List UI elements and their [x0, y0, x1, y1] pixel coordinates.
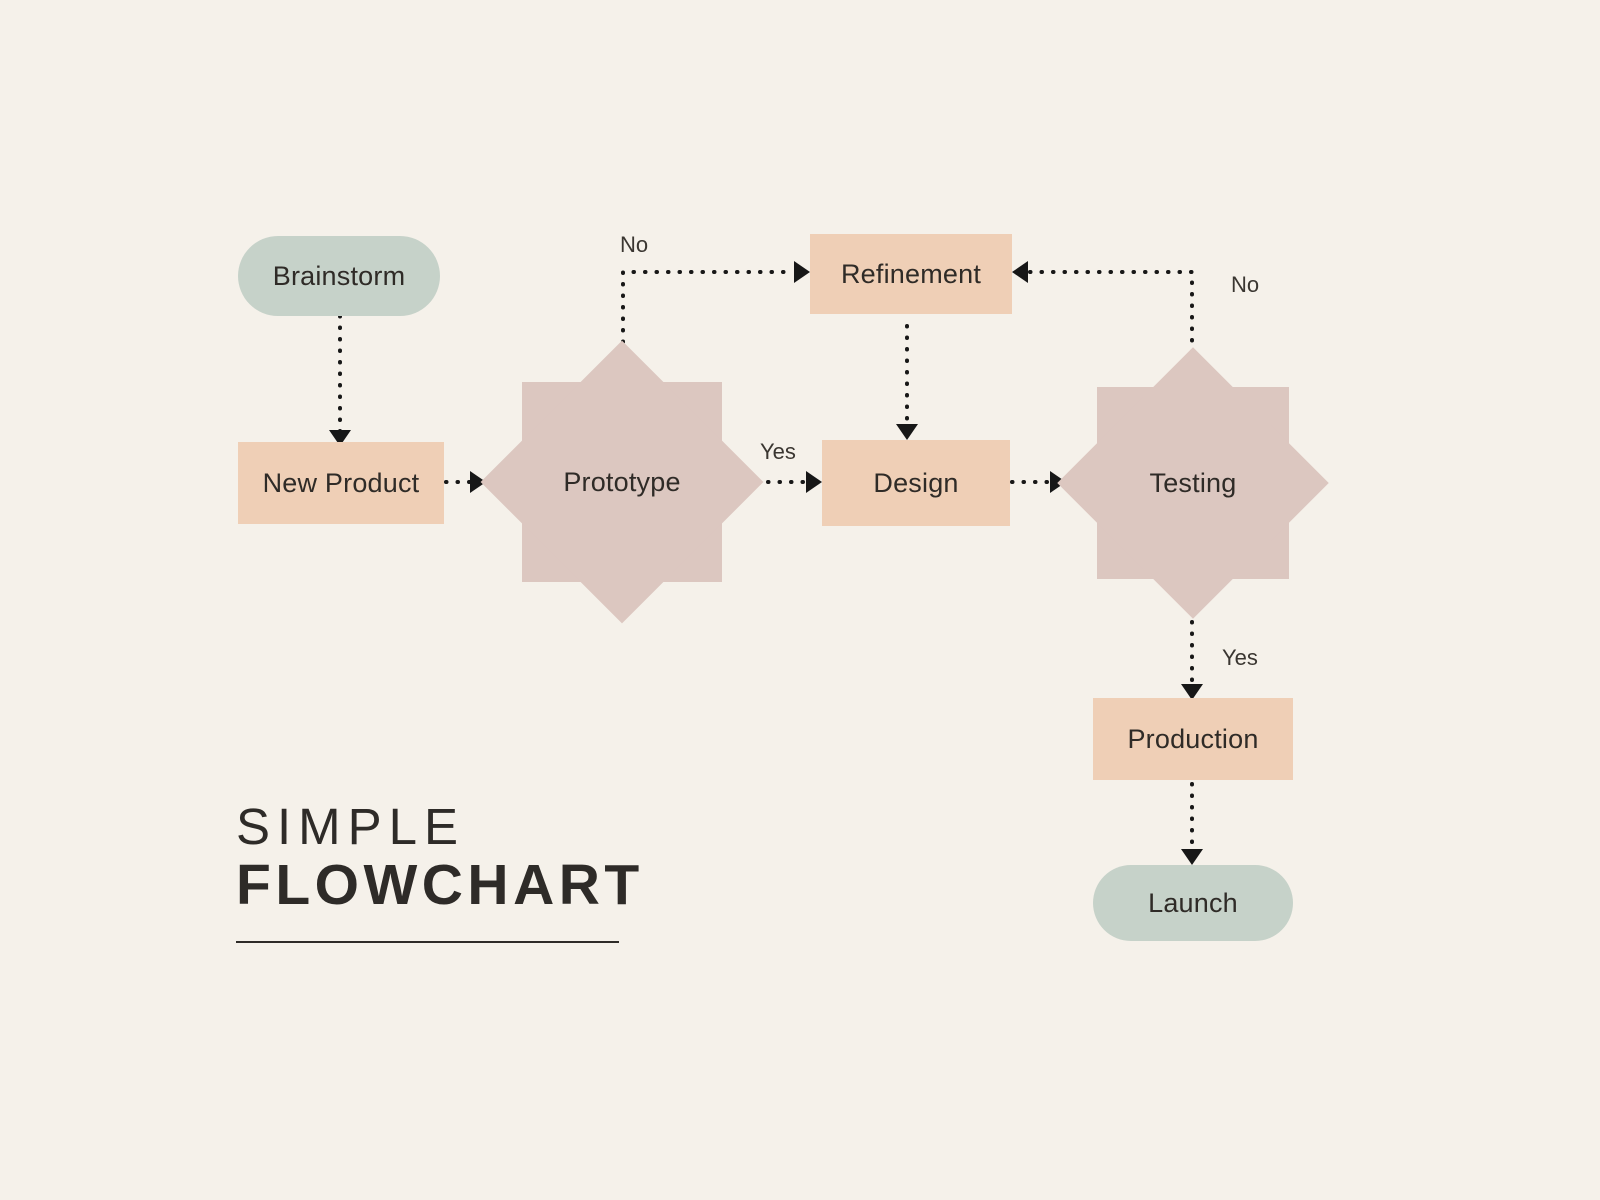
arrowhead-production-to-launch	[1181, 849, 1203, 865]
node-launch-label: Launch	[1148, 887, 1238, 918]
node-testing[interactable]: Testing	[1057, 347, 1329, 619]
node-production[interactable]: Production	[1093, 698, 1293, 780]
node-refinement-label: Refinement	[840, 258, 982, 289]
node-design-label: Design	[873, 467, 959, 498]
node-launch[interactable]: Launch	[1093, 865, 1293, 941]
node-brainstorm-label: Brainstorm	[272, 260, 406, 291]
node-design[interactable]: Design	[822, 440, 1010, 526]
edge-prototype-to-refinement	[621, 270, 796, 344]
node-new-product[interactable]: New Product	[238, 442, 444, 524]
node-prototype[interactable]: Prototype	[480, 340, 764, 624]
node-new-product-label: New Product	[262, 467, 420, 498]
title-line-simple: SIMPLE	[236, 798, 466, 855]
node-refinement[interactable]: Refinement	[810, 234, 1012, 314]
node-brainstorm[interactable]: Brainstorm	[238, 236, 440, 316]
title-underline-rule	[236, 941, 619, 944]
arrowhead-testing-to-refinement	[1012, 261, 1028, 283]
edge-label-testing-yes: Yes	[1222, 645, 1258, 670]
edge-label-prototype-no: No	[620, 232, 649, 257]
arrowhead-prototype-to-design	[806, 471, 822, 493]
node-production-label: Production	[1127, 723, 1259, 754]
arrowhead-refinement-to-design	[896, 424, 918, 440]
title-line-flowchart: FLOWCHART	[236, 852, 644, 917]
node-prototype-label: Prototype	[563, 466, 681, 497]
edge-testing-to-refinement	[1026, 270, 1194, 354]
edge-label-testing-no: No	[1231, 272, 1260, 297]
edge-label-prototype-yes: Yes	[760, 439, 796, 464]
node-testing-label: Testing	[1149, 467, 1237, 498]
title-block: SIMPLE FLOWCHART	[236, 798, 756, 944]
arrowhead-prototype-to-refinement	[794, 261, 810, 283]
